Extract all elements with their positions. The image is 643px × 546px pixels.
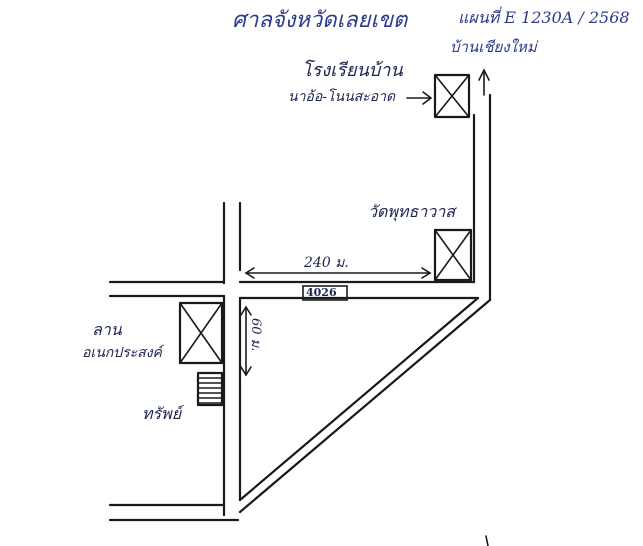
distance-top-arrow-right-head [421, 267, 432, 279]
road-id-box [302, 285, 348, 301]
temple-label: วัดพุทธาวาส [368, 202, 455, 221]
distance-side-label: 60 ม. [248, 318, 263, 352]
plaza-label-line2: อเนกประสงค์ [82, 345, 162, 361]
pen-mark [485, 535, 489, 546]
plaza-label-line1: ลาน [92, 320, 122, 339]
map-code: แผนที่ E 1230A / 2568 [458, 8, 630, 27]
school-label-line2: นาอ้อ-โนนสะอาด [288, 89, 396, 105]
distance-side-arrow-top-head [240, 305, 252, 316]
road-id-label: 4026 [306, 286, 337, 299]
village-label: บ้านเชียงใหม่ [450, 38, 537, 56]
north-arrow-head [478, 68, 490, 81]
school-building-icon [433, 73, 471, 119]
distance-top-arrow-left-head [244, 267, 255, 279]
shop-label: ทรัพย์ [142, 404, 182, 423]
page-title: ศาลจังหวัดเลยเขต [232, 8, 408, 33]
distance-side-arrow-bottom-head [240, 366, 252, 377]
diagonal-road-lower-edge [238, 298, 492, 514]
school-pointer-arrow-head [422, 91, 433, 105]
diagonal-road-upper-edge [238, 296, 480, 502]
shop-hatched-icon [196, 371, 224, 407]
temple-building-icon [433, 228, 473, 282]
distance-top-label: 240 ม. [304, 255, 349, 271]
school-label-line1: โรงเรียนบ้าน [302, 60, 403, 81]
plaza-building-icon [178, 301, 224, 365]
